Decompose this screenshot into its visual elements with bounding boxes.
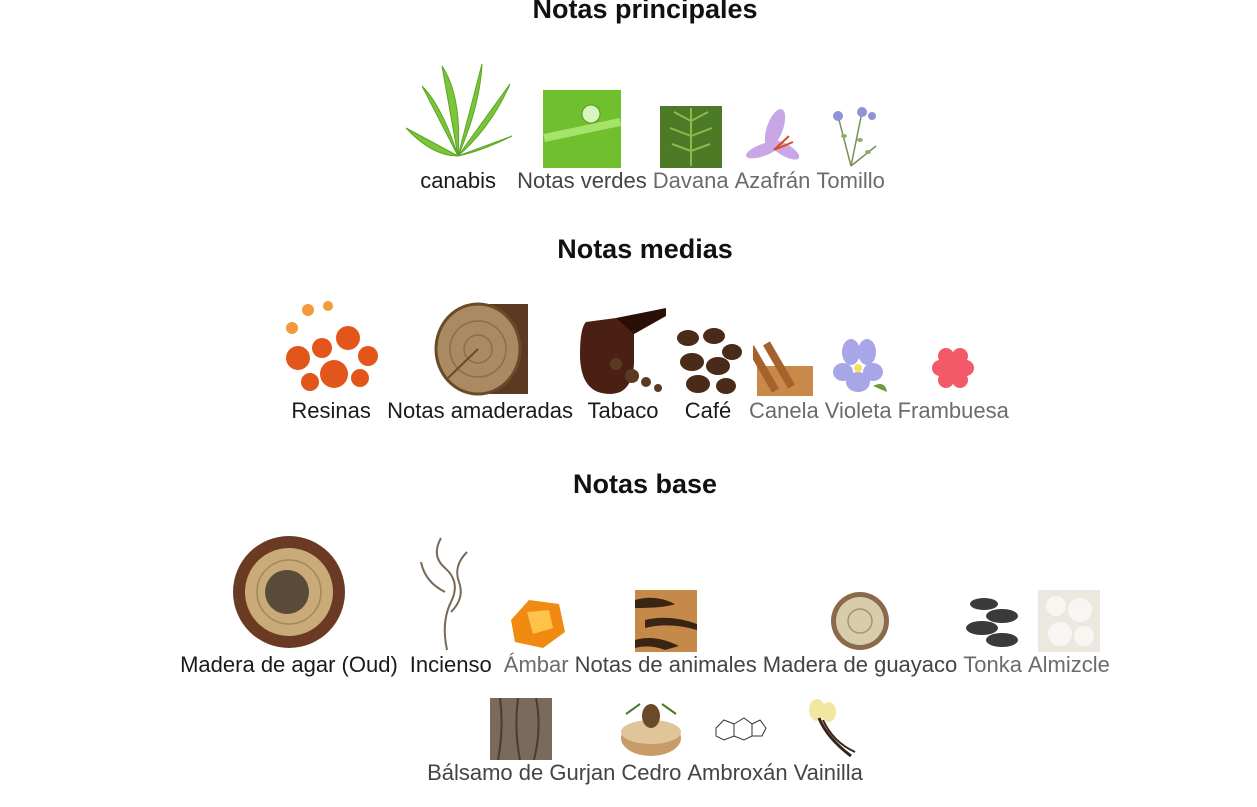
cannabis-leaf-icon [402, 56, 514, 168]
note-label: Azafrán [734, 168, 811, 193]
bark-icon [490, 698, 553, 760]
note-label: Vainilla [793, 760, 863, 785]
note-notas-amaderadas[interactable]: Notas amaderadas [384, 298, 576, 424]
note-label: Tonka [963, 652, 1022, 677]
cinnamon-icon [752, 336, 815, 398]
note-cedro[interactable]: Cedro [618, 698, 684, 786]
note-almizcle[interactable]: Almizcle [1025, 590, 1113, 678]
note-label: Violeta [824, 398, 892, 423]
section-title-middle: Notas medias [557, 234, 733, 264]
note-label: Frambuesa [897, 398, 1009, 423]
note-madera-de-agar[interactable]: Madera de agar (Oud) [177, 532, 401, 678]
base-notes-row-1: Madera de agar (Oud) Incienso Ámbar [0, 532, 1257, 678]
note-label: Notas amaderadas [387, 398, 573, 423]
note-label: Canela [749, 398, 819, 423]
note-label: Café [684, 398, 732, 423]
note-incienso[interactable]: Incienso [401, 532, 501, 678]
note-notas-verdes[interactable]: Notas verdes [514, 90, 650, 194]
note-label: Notas verdes [517, 168, 647, 193]
section-title-base: Notas base [572, 469, 718, 499]
note-cafe[interactable]: Café [670, 322, 746, 424]
green-drop-icon [542, 90, 621, 168]
note-label: Tomillo [816, 168, 885, 193]
wood-log-icon [428, 298, 532, 398]
note-tomillo[interactable]: Tomillo [813, 106, 887, 194]
note-vainilla[interactable]: Vainilla [791, 698, 866, 786]
molecule-icon [706, 698, 768, 760]
note-canabis[interactable]: canabis [402, 56, 514, 194]
thyme-icon [820, 106, 882, 168]
note-label: Cedro [621, 760, 682, 785]
tonka-bean-icon [962, 590, 1024, 652]
base-notes-row-2: Bálsamo de Gurjan Cedro Ambroxán [0, 698, 1257, 786]
section-title-top: Notas principales [532, 0, 758, 24]
note-label: Madera de guayaco [762, 652, 958, 677]
note-label: Ámbar [503, 652, 569, 677]
note-label: Incienso [409, 652, 492, 677]
note-balsamo-de-gurjan[interactable]: Bálsamo de Gurjan [424, 698, 618, 786]
cedar-icon [620, 698, 682, 760]
saffron-flower-icon [741, 106, 803, 168]
vanilla-icon [797, 698, 859, 760]
note-label: Ambroxán [687, 760, 788, 785]
musk-icon [1037, 590, 1100, 652]
violet-flower-icon [827, 336, 889, 398]
note-tonka[interactable]: Tonka [960, 590, 1025, 678]
agarwood-icon [229, 532, 349, 652]
smoke-icon [401, 532, 501, 652]
note-ambroxan[interactable]: Ambroxán [684, 698, 790, 786]
note-frambuesa[interactable]: Frambuesa [895, 336, 1012, 424]
coffee-beans-icon [670, 322, 746, 398]
tobacco-pipe-icon [576, 304, 670, 398]
note-davana[interactable]: Davana [650, 106, 732, 194]
note-label: Almizcle [1027, 652, 1110, 677]
note-label: Bálsamo de Gurjan [427, 760, 616, 785]
top-notes-row: canabis Notas verdes Davana [0, 56, 1257, 194]
raspberry-icon [922, 336, 984, 398]
middle-notes-row: Resinas Notas amaderadas Tabaco [0, 298, 1257, 424]
note-notas-de-animales[interactable]: Notas de animales [572, 590, 760, 678]
note-resinas[interactable]: Resinas [278, 298, 384, 424]
note-azafran[interactable]: Azafrán [732, 106, 814, 194]
note-tabaco[interactable]: Tabaco [576, 304, 670, 424]
note-madera-de-guayaco[interactable]: Madera de guayaco [760, 590, 960, 678]
note-label: Notas de animales [574, 652, 757, 677]
resin-icon [278, 298, 384, 398]
note-label: Resinas [291, 398, 371, 423]
note-label: canabis [420, 168, 497, 193]
note-label: Madera de agar (Oud) [180, 652, 398, 677]
amber-icon [505, 590, 567, 652]
note-canela[interactable]: Canela [746, 336, 822, 424]
herb-icon [659, 106, 722, 168]
note-violeta[interactable]: Violeta [822, 336, 895, 424]
animal-fur-icon [634, 590, 697, 652]
note-label: Davana [652, 168, 729, 193]
note-label: Tabaco [587, 398, 659, 423]
note-ambar[interactable]: Ámbar [501, 590, 572, 678]
guaiac-wood-icon [829, 590, 891, 652]
